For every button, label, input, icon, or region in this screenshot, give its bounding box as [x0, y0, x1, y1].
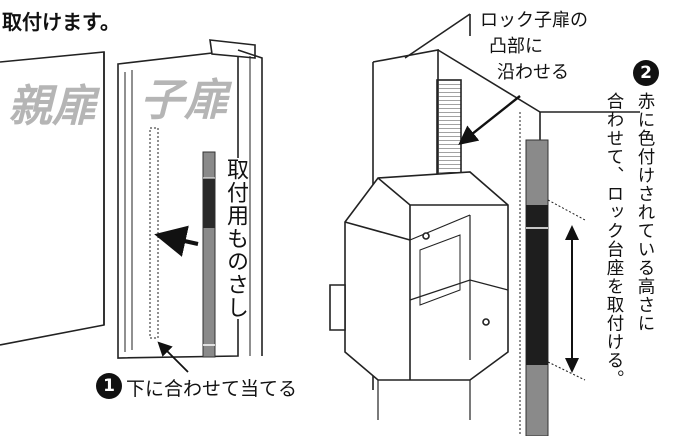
step2-column2: 合わせて、ロック台座を取付ける。	[604, 92, 624, 388]
door-frame-illustration	[0, 39, 263, 359]
step2-column1: 赤に色付けされている高さに	[635, 92, 655, 333]
header-text: 取付けます。	[2, 10, 120, 34]
arrow-to-bottom	[157, 341, 189, 373]
lock-base-illustration	[329, 13, 640, 436]
arrow-to-guide	[154, 225, 199, 257]
ruler-label: 取付用ものさし	[221, 158, 249, 319]
step1-number-badge: 1	[96, 373, 122, 399]
callout-line2: 凸部に	[489, 36, 543, 57]
step1-text: 下に合わせて当てる	[126, 378, 298, 400]
callout-line1: ロック子扉の	[480, 10, 588, 31]
step2-number-badge: 2	[633, 60, 659, 86]
callout-line3: 沿わせる	[497, 62, 569, 83]
parent-door-label: 親扉	[8, 81, 96, 132]
child-door-label: 子扉	[140, 75, 228, 126]
arrow-to-protrusion	[458, 95, 521, 145]
hatched-protrusion	[436, 79, 462, 191]
